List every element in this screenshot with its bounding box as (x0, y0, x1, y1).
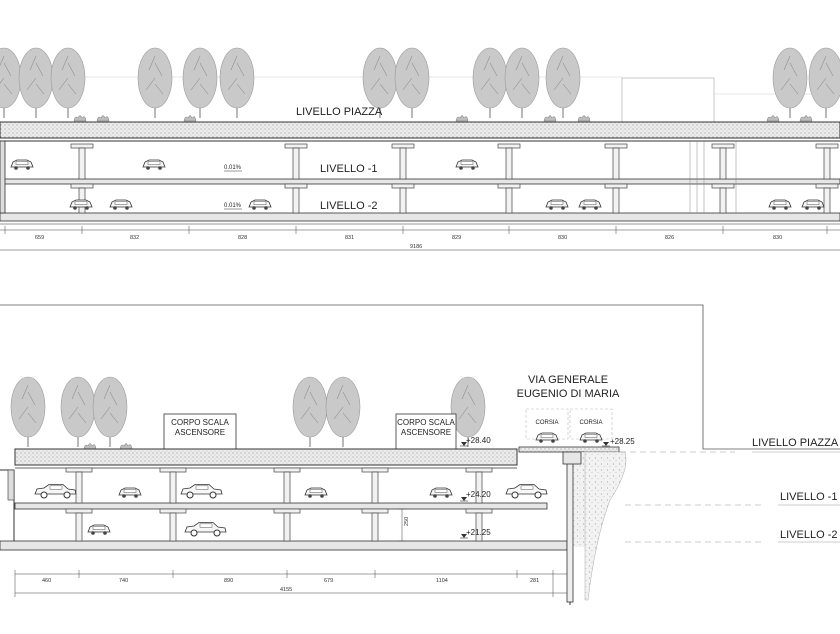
top-dim-2: 832 (130, 235, 139, 241)
stair-label-2-line1: CORPO SCALA (397, 418, 455, 427)
stair-label-1-line2: ASCENSORE (175, 428, 225, 437)
street-name-line1: VIA GENERALE (528, 374, 608, 386)
stair-box-2 (395, 413, 457, 450)
top-label-livello-piazza: LIVELLO PIAZZA (296, 106, 383, 118)
top-dim-1: 659 (35, 235, 44, 241)
top-dim-6: 830 (558, 235, 567, 241)
elevation-28-40: +28.40 (466, 436, 491, 445)
bottom-slab-minus1 (14, 502, 548, 510)
elevation-28-25: +28.25 (610, 437, 635, 446)
top-dim-3: 828 (238, 235, 247, 241)
top-slope-1: 0.01% (224, 165, 242, 171)
bottom-section: CORPO SCALA ASCENSORE CORPO SCALA ASCENS… (0, 304, 840, 605)
bottom-dim-1: 460 (42, 578, 51, 584)
bottom-dim-2: 740 (119, 578, 128, 584)
background-building-outline (0, 304, 840, 450)
top-roof-slab (0, 121, 840, 139)
bottom-label-livello-piazza: LIVELLO PIAZZA (752, 437, 839, 449)
top-columns (70, 143, 839, 214)
background-building (621, 77, 715, 123)
shrubs-top (73, 115, 813, 122)
lanes: CORSIA CORSIA (525, 408, 613, 444)
top-label-livello-2: LIVELLO -2 (320, 200, 377, 212)
bottom-dim-3: 890 (224, 578, 233, 584)
top-section: LIVELLO PIAZZA (0, 47, 840, 251)
stair-label-1-line1: CORPO SCALA (171, 418, 229, 427)
stair-label-2-line2: ASCENSORE (401, 428, 451, 437)
lane-label-1: CORSIA (535, 420, 558, 426)
cars-top (10, 159, 825, 211)
top-slope-2: 0.01% (224, 203, 242, 209)
top-dim-5: 829 (452, 235, 461, 241)
height-dimension: 250 (404, 517, 410, 526)
top-dim-7: 826 (665, 235, 674, 241)
top-slab-minus2 (0, 212, 840, 222)
bottom-label-livello-2: LIVELLO -2 (780, 529, 837, 541)
bottom-dimensions (14, 570, 567, 597)
top-dimensions (0, 226, 840, 251)
top-total-dim: 9186 (410, 244, 422, 250)
bottom-total-dim: 4155 (280, 587, 292, 593)
bottom-dim-6: 281 (530, 578, 539, 584)
top-dim-4: 831 (345, 235, 354, 241)
bottom-dim-4: 679 (324, 578, 333, 584)
stair-box-1 (163, 413, 237, 450)
top-label-livello-1: LIVELLO -1 (320, 163, 377, 175)
soil-fill (584, 451, 627, 601)
bottom-label-livello-1: LIVELLO -1 (780, 491, 837, 503)
top-dim-8: 830 (773, 235, 782, 241)
bottom-floor-slab (0, 540, 568, 551)
bottom-columns (65, 467, 493, 542)
top-slab-minus1 (0, 178, 840, 185)
elevation-24-20: +24.20 (466, 490, 491, 499)
street-name-line2: EUGENIO DI MARIA (517, 388, 620, 400)
elevation-21-25: +21.25 (466, 528, 491, 537)
bottom-roof-slab (14, 448, 518, 466)
retaining-wall (566, 451, 574, 603)
bottom-level-labels (620, 451, 840, 543)
street-slab (518, 446, 620, 453)
lane-label-2: CORSIA (579, 420, 602, 426)
bottom-dim-5: 1104 (436, 578, 448, 584)
